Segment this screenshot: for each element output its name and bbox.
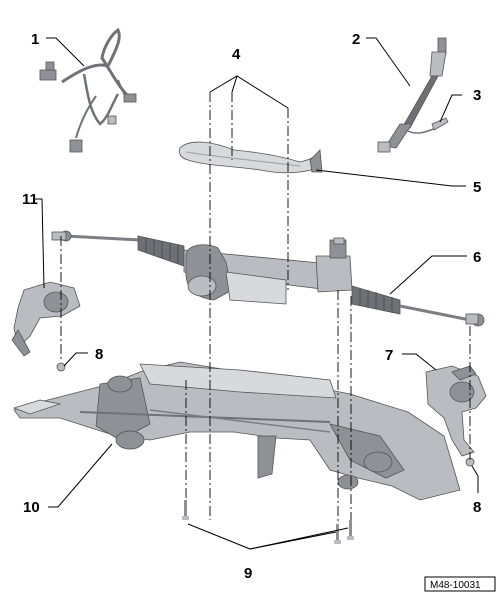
- figure-code-box: M48-10031: [424, 576, 496, 592]
- callout-9: 9: [244, 565, 252, 582]
- callout-2: 2: [352, 31, 360, 48]
- callout-8-right: 8: [473, 499, 481, 516]
- bolts-part: [182, 500, 354, 544]
- subframe-part: [12, 361, 461, 501]
- callout-10: 10: [23, 499, 40, 516]
- alignment-lines: [60, 92, 471, 524]
- figure-code: M48-10031: [430, 580, 481, 591]
- callout-labels: 1 2 3 4 5 6 7 8 8 9 10 11: [22, 31, 481, 582]
- left-wheel-bearing-housing-part: [11, 281, 81, 357]
- nut-left-part: [56, 362, 66, 372]
- callout-6: 6: [473, 249, 481, 266]
- connector-harness-part: [377, 37, 447, 153]
- callout-1: 1: [31, 31, 39, 48]
- steering-rack-part: [51, 230, 485, 327]
- callout-8-left: 8: [95, 346, 103, 363]
- leader-lines: [33, 37, 479, 550]
- callout-5: 5: [473, 179, 481, 196]
- callout-7: 7: [385, 347, 393, 364]
- callout-3: 3: [473, 87, 481, 104]
- callout-4: 4: [232, 46, 241, 63]
- wiring-harness-part: [39, 27, 137, 153]
- callout-11: 11: [22, 191, 38, 208]
- heat-shield-part: [178, 141, 323, 174]
- sensor-plug-part: [431, 117, 449, 131]
